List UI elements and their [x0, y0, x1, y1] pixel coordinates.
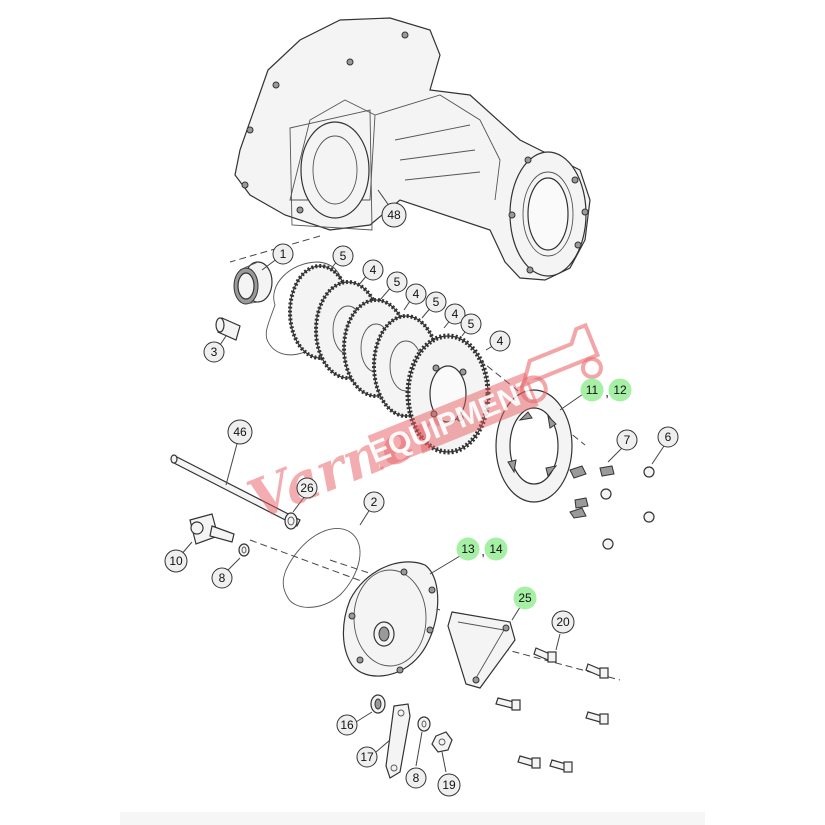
callout-label: 26 — [300, 481, 314, 495]
callout-11[interactable]: 11 — [580, 378, 604, 402]
callout-label: 46 — [233, 425, 247, 439]
shaft — [170, 454, 301, 527]
callout-label: 8 — [219, 571, 226, 585]
callout-17[interactable]: 17 — [356, 746, 378, 768]
callout-13[interactable]: 13 — [456, 537, 480, 561]
callout-label: 10 — [169, 554, 183, 568]
callout-4[interactable]: 4 — [405, 283, 427, 305]
callout-label: 5 — [394, 275, 401, 289]
pin — [215, 317, 241, 341]
callout-label: 17 — [360, 750, 374, 764]
callout-19[interactable]: 19 — [437, 773, 461, 797]
callout-2[interactable]: 2 — [363, 491, 385, 513]
actuator-plate — [495, 389, 573, 503]
callout-label: 1 — [280, 247, 287, 261]
callout-8[interactable]: 8 — [405, 767, 427, 789]
callout-5[interactable]: 5 — [460, 313, 482, 335]
callout-46[interactable]: 46 — [227, 419, 253, 445]
callout-3[interactable]: 3 — [203, 341, 225, 363]
callout-label: 16 — [340, 718, 354, 732]
callout-4[interactable]: 4 — [444, 303, 466, 325]
callout-label: 4 — [370, 263, 377, 277]
callout-1[interactable]: 1 — [272, 243, 294, 265]
callout-label: 13 — [461, 542, 475, 556]
callout-label: 2 — [371, 495, 378, 509]
callout-label: 7 — [624, 433, 631, 447]
callout-label: 4 — [452, 307, 459, 321]
callout-label: 12 — [613, 383, 627, 397]
washer — [238, 543, 250, 557]
callout-label: 14 — [489, 542, 503, 556]
callout-8[interactable]: 8 — [211, 567, 233, 589]
callout-label: 5 — [340, 249, 347, 263]
callout-label: 3 — [211, 345, 218, 359]
axle-housing — [234, 17, 591, 281]
callout-16[interactable]: 16 — [336, 714, 358, 736]
callout-label: 19 — [442, 778, 456, 792]
callout-label: 6 — [665, 430, 672, 444]
bushing — [284, 512, 298, 530]
callout-label: 4 — [497, 334, 504, 348]
callout-5[interactable]: 5 — [332, 245, 354, 267]
balls-and-ramps — [569, 465, 655, 550]
callout-4[interactable]: 4 — [362, 259, 384, 281]
callout-label: 8 — [413, 771, 420, 785]
callout-12[interactable]: 12 — [608, 378, 632, 402]
tractor-logo-icon — [519, 322, 603, 404]
callout-label: 5 — [468, 317, 475, 331]
callout-7[interactable]: 7 — [616, 429, 638, 451]
bleed-fitting — [189, 513, 235, 545]
callout-label: 11 — [586, 383, 599, 397]
callout-26[interactable]: 26 — [296, 477, 318, 499]
washer-and-nut — [417, 716, 453, 753]
callout-14[interactable]: 14 — [484, 537, 508, 561]
callout-separator: , — [605, 385, 609, 400]
callout-10[interactable]: 10 — [164, 549, 188, 573]
callout-separator: , — [481, 544, 485, 559]
lever-arm — [385, 703, 411, 779]
seal — [370, 694, 386, 714]
callout-6[interactable]: 6 — [657, 426, 679, 448]
callout-5[interactable]: 5 — [386, 271, 408, 293]
callout-label: 20 — [556, 615, 570, 629]
callout-label: 5 — [433, 295, 440, 309]
callout-label: 4 — [413, 287, 420, 301]
roller-bearing — [233, 261, 273, 305]
callout-20[interactable]: 20 — [551, 610, 575, 634]
bottom-strip — [120, 812, 705, 825]
bolts — [495, 647, 609, 773]
brake-cover — [342, 561, 439, 677]
clutch-disc-stack — [288, 264, 491, 455]
callout-4[interactable]: 4 — [489, 330, 511, 352]
callout-label: 48 — [387, 208, 401, 222]
callout-label: 25 — [518, 591, 532, 605]
callout-48[interactable]: 48 — [381, 202, 407, 228]
callout-5[interactable]: 5 — [425, 291, 447, 313]
bracket — [447, 611, 516, 689]
callout-25[interactable]: 25 — [513, 586, 537, 610]
